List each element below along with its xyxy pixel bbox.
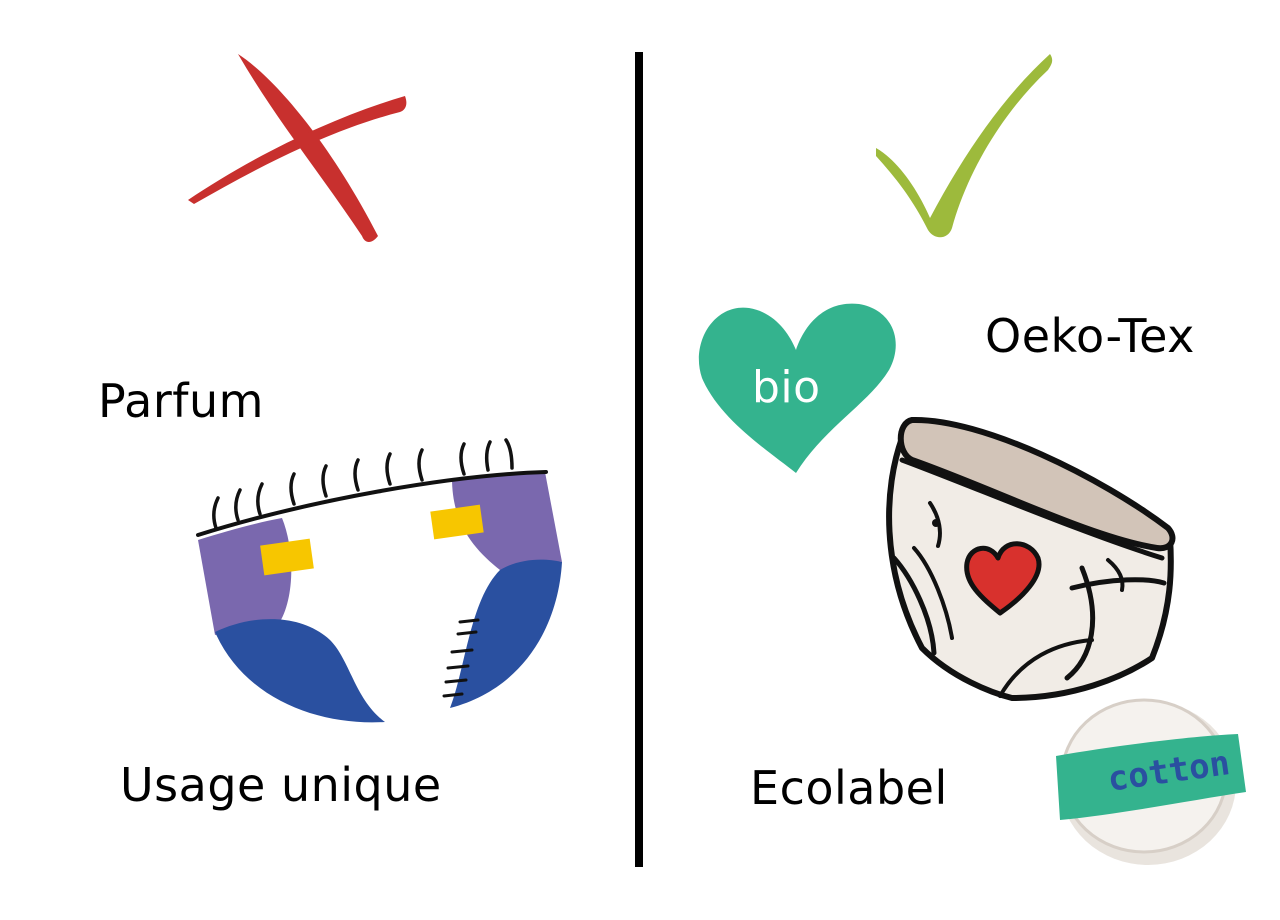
center-divider [635, 52, 643, 867]
bio-heart-badge [698, 303, 896, 473]
diaper-tab [260, 538, 314, 576]
bio-heart-text: bio [752, 362, 821, 413]
cotton-pad-illustration [1056, 698, 1246, 865]
checkmark-icon [876, 54, 1053, 238]
parfum-label: Parfum [98, 374, 264, 428]
oeko-tex-label: Oeko-Tex [985, 309, 1195, 363]
diaper-tab [430, 504, 484, 540]
usage-unique-label: Usage unique [120, 758, 442, 812]
ecolabel-label: Ecolabel [750, 761, 948, 815]
heart-icon [964, 541, 1042, 616]
cloth-diaper-illustration [886, 416, 1176, 701]
cross-icon [188, 54, 407, 242]
disposable-diaper-illustration [196, 438, 562, 724]
